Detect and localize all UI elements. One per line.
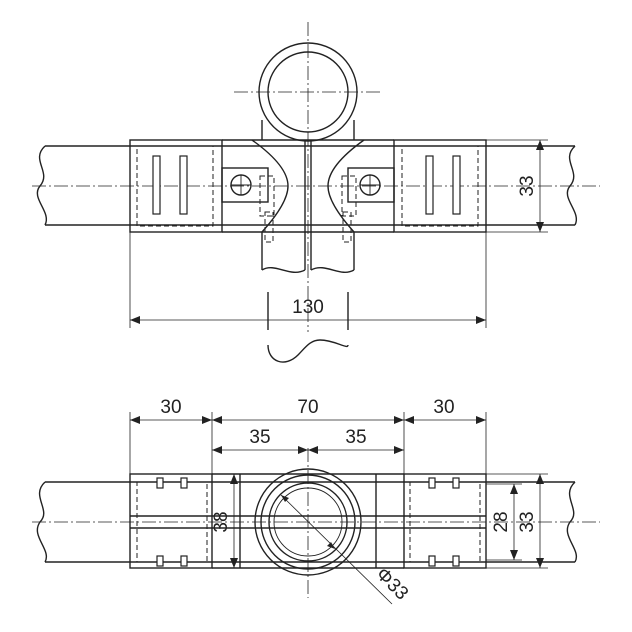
dim-bottom-halves (212, 446, 404, 454)
dim-bottom-half-left-label: 35 (249, 427, 270, 448)
dim-top-height (486, 139, 548, 233)
top-horizontal-pipe (36, 145, 578, 226)
dim-bottom-half-right-label: 35 (345, 427, 366, 448)
dim-bottom-center-label: 70 (297, 397, 318, 418)
dim-pipe-diameter (280, 494, 393, 605)
top-view: 33 130 (32, 22, 600, 363)
dim-top-height-label: 33 (517, 175, 538, 196)
dim-bottom-clamp-height-label: 38 (211, 511, 232, 532)
bottom-right-clamp (403, 473, 487, 569)
dim-bottom-clamp-height (230, 474, 238, 568)
bottom-left-clamp (129, 473, 213, 569)
dim-bottom-inner-height-label: 28 (491, 511, 512, 532)
dim-bottom-right-label: 30 (433, 397, 454, 418)
dim-top-overall-label: 130 (292, 297, 324, 318)
bottom-view: 30 70 30 35 35 38 (32, 397, 600, 604)
top-ring (258, 42, 358, 142)
dim-top-overall (129, 232, 487, 328)
dim-bottom-outer-height-label: 33 (517, 511, 538, 532)
dim-pipe-diameter-label: Φ33 (372, 564, 413, 605)
dim-bottom-left-label: 30 (160, 397, 181, 418)
dim-bottom-right-heights (486, 473, 548, 569)
bottom-center-body (212, 468, 404, 576)
top-vertical-pipe (261, 140, 355, 363)
top-center-saddle (221, 139, 395, 233)
dim-bottom-chain (129, 412, 487, 474)
top-left-clamp (129, 139, 223, 233)
